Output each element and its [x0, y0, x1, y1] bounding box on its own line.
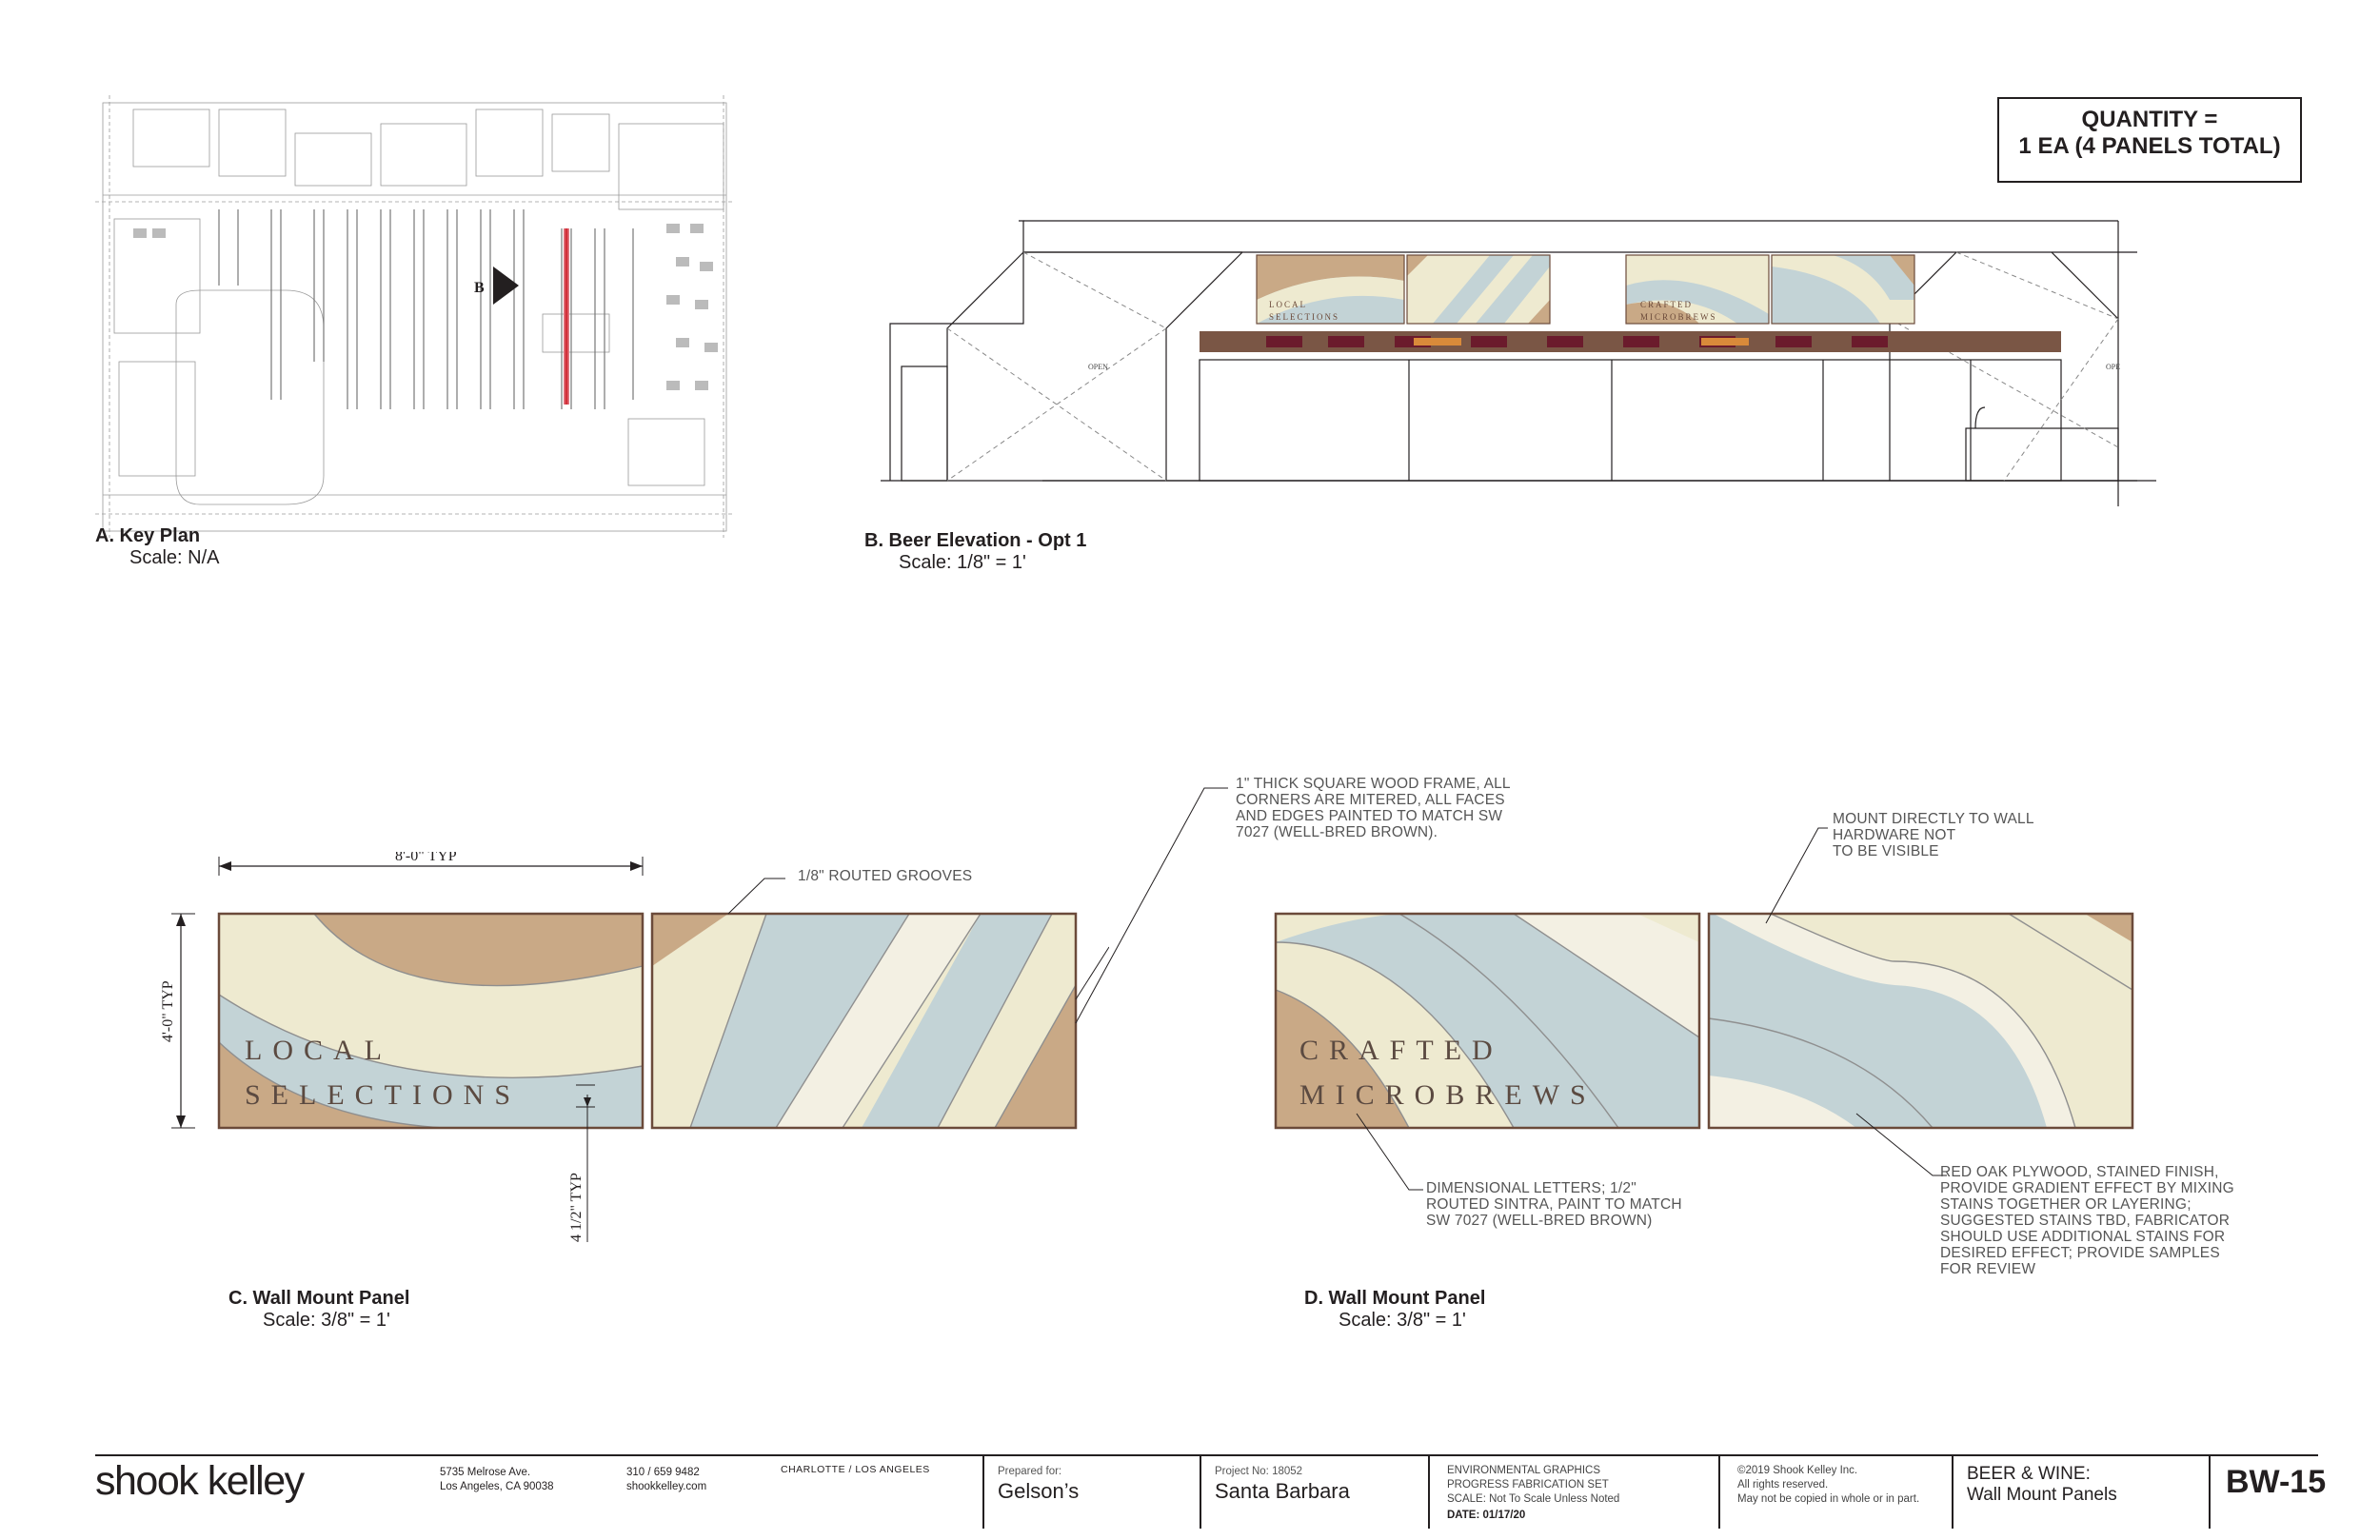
note-routed-grooves: 1/8" ROUTED GROOVES — [798, 868, 973, 884]
tb-divider-4 — [1718, 1456, 1720, 1529]
project-name: Santa Barbara — [1215, 1479, 1350, 1503]
tb-divider-2 — [1200, 1456, 1201, 1529]
note-dimensional-letters: DIMENSIONAL LETTERS; 1/2" ROUTED SINTRA,… — [1426, 1180, 1682, 1229]
elevation-caption: B. Beer Elevation - Opt 1 Scale: 1/8" = … — [864, 530, 1086, 574]
elevation-open-right: OPE — [2106, 363, 2120, 371]
letter-height-dimension: 4 1/2" TYP — [568, 1173, 585, 1242]
elevation-local-line2: SELECTIONS — [1269, 312, 1339, 322]
elevation-panel-local: LOCAL SELECTIONS — [1256, 254, 1405, 325]
elevation-panel-crafted: CRAFTED MICROBREWS — [1625, 254, 1770, 325]
elevation-crafted-line2: MICROBREWS — [1640, 312, 1717, 322]
set-date: DATE: 01/17/20 — [1447, 1510, 1526, 1521]
tb-divider-6 — [2209, 1456, 2211, 1529]
quantity-box: QUANTITY = 1 EA (4 PANELS TOTAL) — [1997, 97, 2302, 183]
note-mount-directly: MOUNT DIRECTLY TO WALL HARDWARE NOT TO B… — [1833, 811, 2034, 859]
company-address: 5735 Melrose Ave. Los Angeles, CA 90038 — [440, 1467, 554, 1492]
sheet-title: BEER & WINE: Wall Mount Panels — [1967, 1464, 2117, 1505]
company-cities: CHARLOTTE / LOS ANGELES — [781, 1464, 930, 1475]
panel-local-line1: LOCAL — [245, 1035, 392, 1066]
key-plan-scale: Scale: N/A — [129, 547, 220, 568]
panel-crafted-microbrews-1: CRAFTED MICROBREWS — [1274, 912, 1701, 1130]
panel-d-scale: Scale: 3/8" = 1' — [1339, 1310, 1466, 1331]
tb-divider-1 — [982, 1456, 984, 1529]
prepared-for-label: Prepared for: — [998, 1466, 1062, 1477]
panel-d-label: D. Wall Mount Panel — [1304, 1288, 1486, 1309]
company-contact: 310 / 659 9482 shookkelley.com — [626, 1467, 707, 1492]
quantity-line-2: 1 EA (4 PANELS TOTAL) — [2018, 133, 2281, 159]
note-wood-frame: 1" THICK SQUARE WOOD FRAME, ALL CORNERS … — [1236, 776, 1511, 840]
key-plan-caption: A. Key Plan Scale: N/A — [95, 525, 219, 569]
client-name: Gelson’s — [998, 1479, 1080, 1503]
panel-local-line2: SELECTIONS — [245, 1079, 521, 1111]
tb-divider-5 — [1952, 1456, 1954, 1529]
elevation-open-left: OPEN — [1088, 363, 1108, 371]
panel-c-drawing: 8'-0" TYP 4'-0" TYP LOCAL SELECTIONS 4 1… — [160, 852, 1109, 1242]
panel-local-selections-2 — [650, 912, 1078, 1130]
beer-elevation-drawing: OPEN OPE LOCAL SELECTIONS CRAFTED MICROB… — [881, 220, 2156, 506]
panel-crafted-line2: MICROBREWS — [1299, 1079, 1597, 1111]
panel-c-scale: Scale: 3/8" = 1' — [263, 1310, 390, 1331]
key-plan-drawing: B — [95, 95, 733, 538]
panel-local-selections-1: LOCAL SELECTIONS — [217, 912, 645, 1130]
project-number: Project No: 18052 — [1215, 1466, 1303, 1477]
height-dimension: 4'-0" TYP — [160, 980, 176, 1042]
elevation-panel-local-2 — [1406, 254, 1551, 325]
copyright-notice: ©2019 Shook Kelley Inc. All rights reser… — [1737, 1465, 1920, 1505]
title-block-top-rule — [95, 1454, 2318, 1456]
sheet-number: BW-15 — [2226, 1464, 2327, 1500]
panel-crafted-microbrews-2 — [1707, 912, 2134, 1130]
tb-divider-3 — [1428, 1456, 1430, 1529]
elevation-panel-crafted-2 — [1771, 254, 1915, 325]
elevation-scale: Scale: 1/8" = 1' — [899, 552, 1026, 573]
quantity-line-1: QUANTITY = — [2081, 107, 2218, 132]
width-dimension: 8'-0" TYP — [395, 852, 457, 864]
panel-d-caption: D. Wall Mount Panel Scale: 3/8" = 1' — [1304, 1288, 1485, 1332]
elevation-local-line1: LOCAL — [1269, 300, 1307, 309]
panel-c-label: C. Wall Mount Panel — [228, 1288, 410, 1309]
panel-d-drawing: CRAFTED MICROBREWS — [1274, 827, 2134, 1191]
panel-c-caption: C. Wall Mount Panel Scale: 3/8" = 1' — [228, 1288, 409, 1332]
note-red-oak-plywood: RED OAK PLYWOOD, STAINED FINISH, PROVIDE… — [1940, 1164, 2234, 1277]
elevation-label: B. Beer Elevation - Opt 1 — [864, 530, 1087, 551]
key-plan-marker: B — [474, 280, 485, 296]
key-plan-label: A. Key Plan — [95, 525, 201, 546]
company-logo: shook kelley — [95, 1458, 305, 1504]
set-info: ENVIRONMENTAL GRAPHICS PROGRESS FABRICAT… — [1447, 1465, 1620, 1505]
frame-leader — [1075, 787, 1228, 1024]
panel-crafted-line1: CRAFTED — [1299, 1035, 1503, 1066]
elevation-crafted-line1: CRAFTED — [1640, 300, 1693, 309]
